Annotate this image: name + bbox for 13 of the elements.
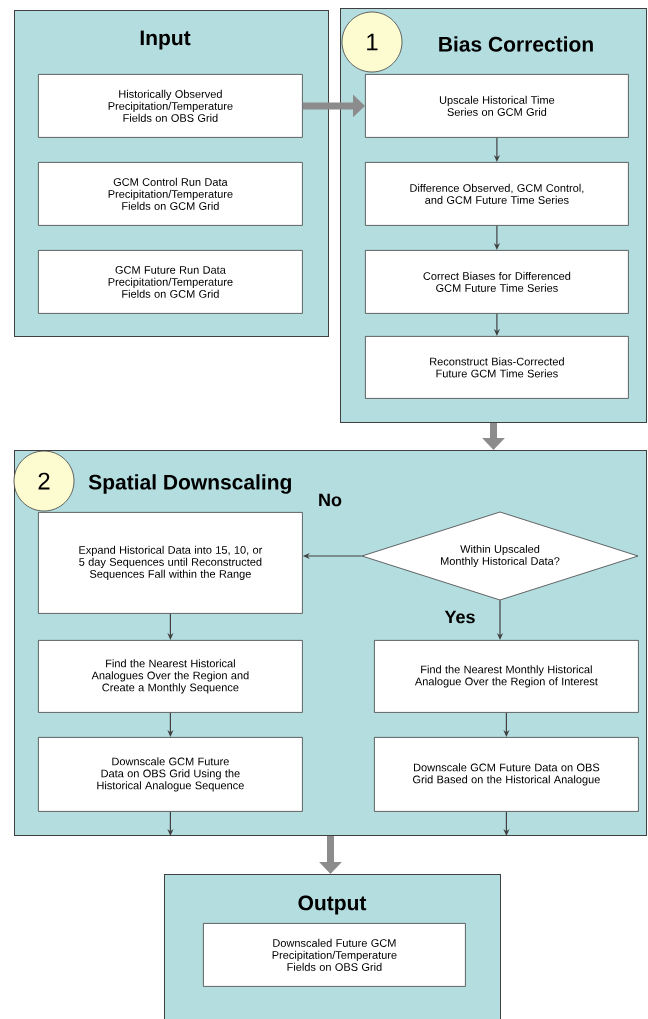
process-box: Difference Observed, GCM Control, and GCM Future Time Series bbox=[365, 162, 629, 226]
process-box: Correct Biases for Differenced GCM Future Time Series bbox=[365, 250, 629, 314]
process-box: Upscale Historical Time Series on GCM Grid bbox=[365, 74, 629, 138]
process-box: Expand Historical Data into 15, 10, or 5 day Sequences until Reconstructed Sequences Fall within the Range bbox=[38, 512, 303, 614]
process-box: Downscale GCM Future Data on OBS Grid Using the Historical Analogue Sequence bbox=[38, 737, 303, 812]
process-box: Find the Nearest Monthly Historical Analogue Over the Region of Interest bbox=[374, 640, 639, 713]
process-box: GCM Control Run Data Precipitation/Temperature Fields on GCM Grid bbox=[38, 162, 303, 226]
process-box: Downscaled Future GCM Precipitation/Temperature Fields on OBS Grid bbox=[203, 923, 466, 987]
process-box: Downscale GCM Future Data on OBS Grid Based on the Historical Analogue bbox=[374, 737, 639, 812]
process-box: Historically Observed Precipitation/Temperature Fields on OBS Grid bbox=[38, 74, 303, 138]
process-box: GCM Future Run Data Precipitation/Temperature Fields on GCM Grid bbox=[38, 250, 303, 314]
process-box: Find the Nearest Historical Analogues Over the Region and Create a Monthly Sequence bbox=[38, 640, 303, 713]
process-box: Reconstruct Bias-Corrected Future GCM Time Series bbox=[365, 336, 629, 399]
